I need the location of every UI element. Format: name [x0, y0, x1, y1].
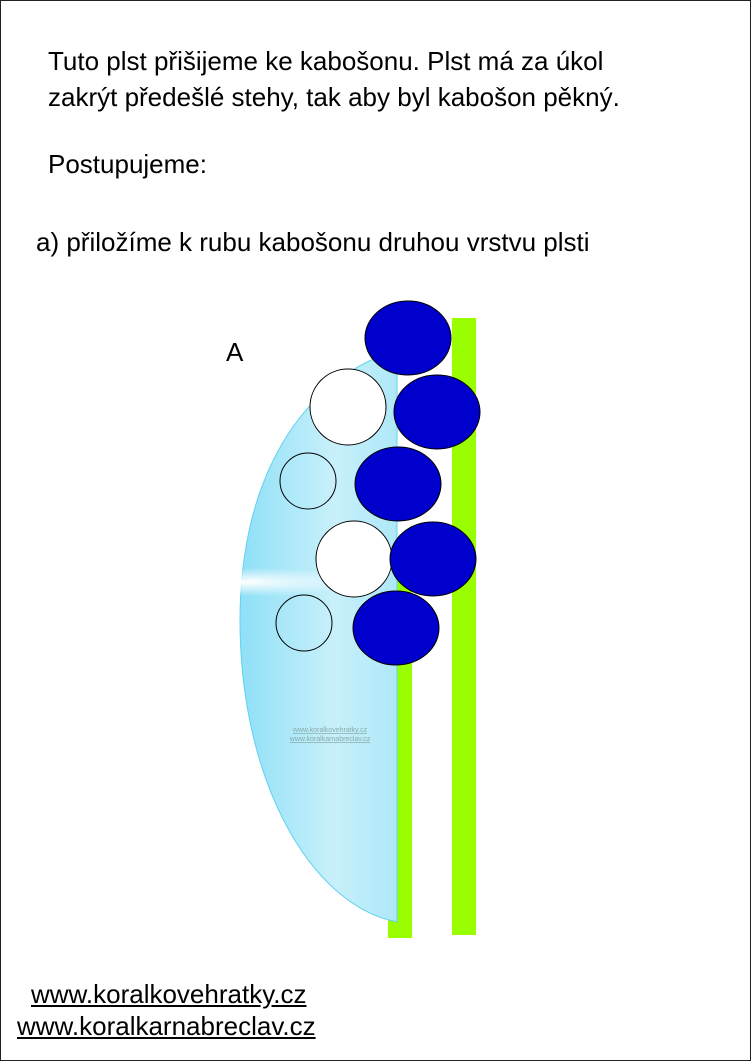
- footer-link-koralkovehratky[interactable]: www.koralkovehratky.cz: [31, 979, 307, 1009]
- intro-line-1: Tuto plst přišijeme ke kabošonu. Plst má…: [48, 46, 604, 76]
- white-bead-small: [275, 594, 333, 652]
- footer-link-koralkarnabreclav[interactable]: www.koralkarnabreclav.cz: [17, 1011, 316, 1041]
- white-bead: [309, 368, 387, 446]
- blue-bead: [364, 300, 452, 376]
- procedure-heading: Postupujeme:: [48, 149, 207, 179]
- white-bead-small: [279, 452, 337, 510]
- blue-bead: [354, 446, 442, 522]
- figure-label: A: [226, 337, 244, 367]
- blue-bead: [393, 374, 481, 450]
- intro-line-2: zakrýt předešlé stehy, tak aby byl kaboš…: [48, 82, 620, 112]
- step-a: a) přiložíme k rubu kabošonu druhou vrst…: [36, 227, 590, 257]
- watermark-line-2: www.koralkarnabreclav.cz: [289, 736, 371, 743]
- blue-bead: [352, 590, 440, 666]
- white-bead: [315, 520, 393, 598]
- blue-bead: [389, 521, 477, 597]
- watermark-line-1: www.koralkovehratky.cz: [292, 727, 368, 734]
